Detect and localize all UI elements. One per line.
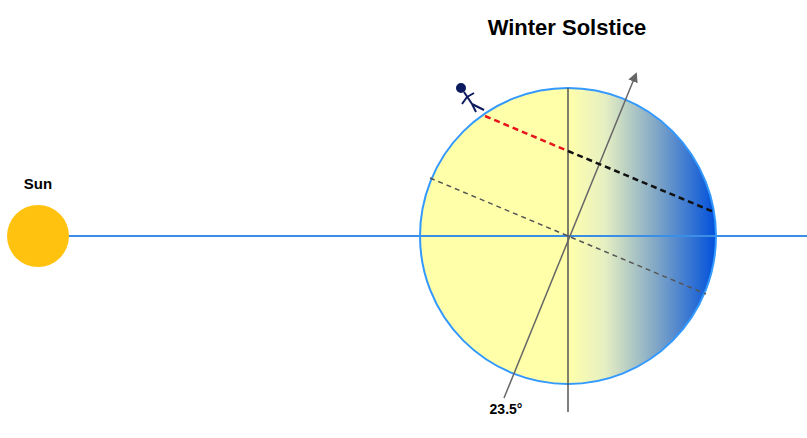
vertical-line	[567, 88, 569, 412]
equator-line	[430, 178, 706, 294]
diagram-title: Winter Solstice	[488, 15, 647, 41]
tilt-angle: 23.5°	[490, 401, 523, 417]
sun-label: Sun	[24, 175, 52, 192]
observer-figure	[457, 84, 484, 112]
sun-disc	[7, 205, 69, 267]
orbit-line	[66, 235, 807, 237]
day-path	[485, 116, 568, 151]
earth-axis	[504, 74, 636, 398]
night-path	[568, 151, 714, 212]
